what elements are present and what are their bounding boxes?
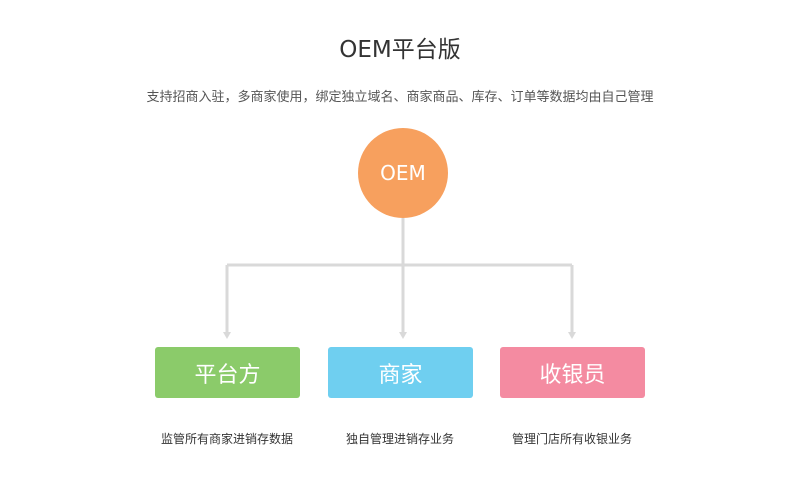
node-platform-label: 平台方 <box>194 362 261 388</box>
node-platform: 平台方 <box>155 347 300 398</box>
node-merchant-label: 商家 <box>378 362 423 388</box>
node-cashier: 收银员 <box>500 347 645 398</box>
arrow-head-merchant-icon <box>399 332 407 339</box>
node-cashier-description: 管理门店所有收银业务 <box>511 432 632 446</box>
node-merchant: 商家 <box>328 347 473 398</box>
page-subtitle: 支持招商入驻，多商家使用，绑定独立域名、商家商品、库存、订单等数据均由自己管理 <box>146 90 654 105</box>
node-cashier-label: 收银员 <box>539 362 606 388</box>
page-title: OEM平台版 <box>339 37 461 63</box>
node-platform-description: 监管所有商家进销存数据 <box>160 432 293 446</box>
arrow-head-cashier-icon <box>568 332 576 339</box>
arrow-head-platform-icon <box>223 332 231 339</box>
oem-root-label: OEM <box>380 161 426 185</box>
node-merchant-description: 独自管理进销存业务 <box>345 432 454 446</box>
oem-root-node: OEM <box>358 128 448 218</box>
